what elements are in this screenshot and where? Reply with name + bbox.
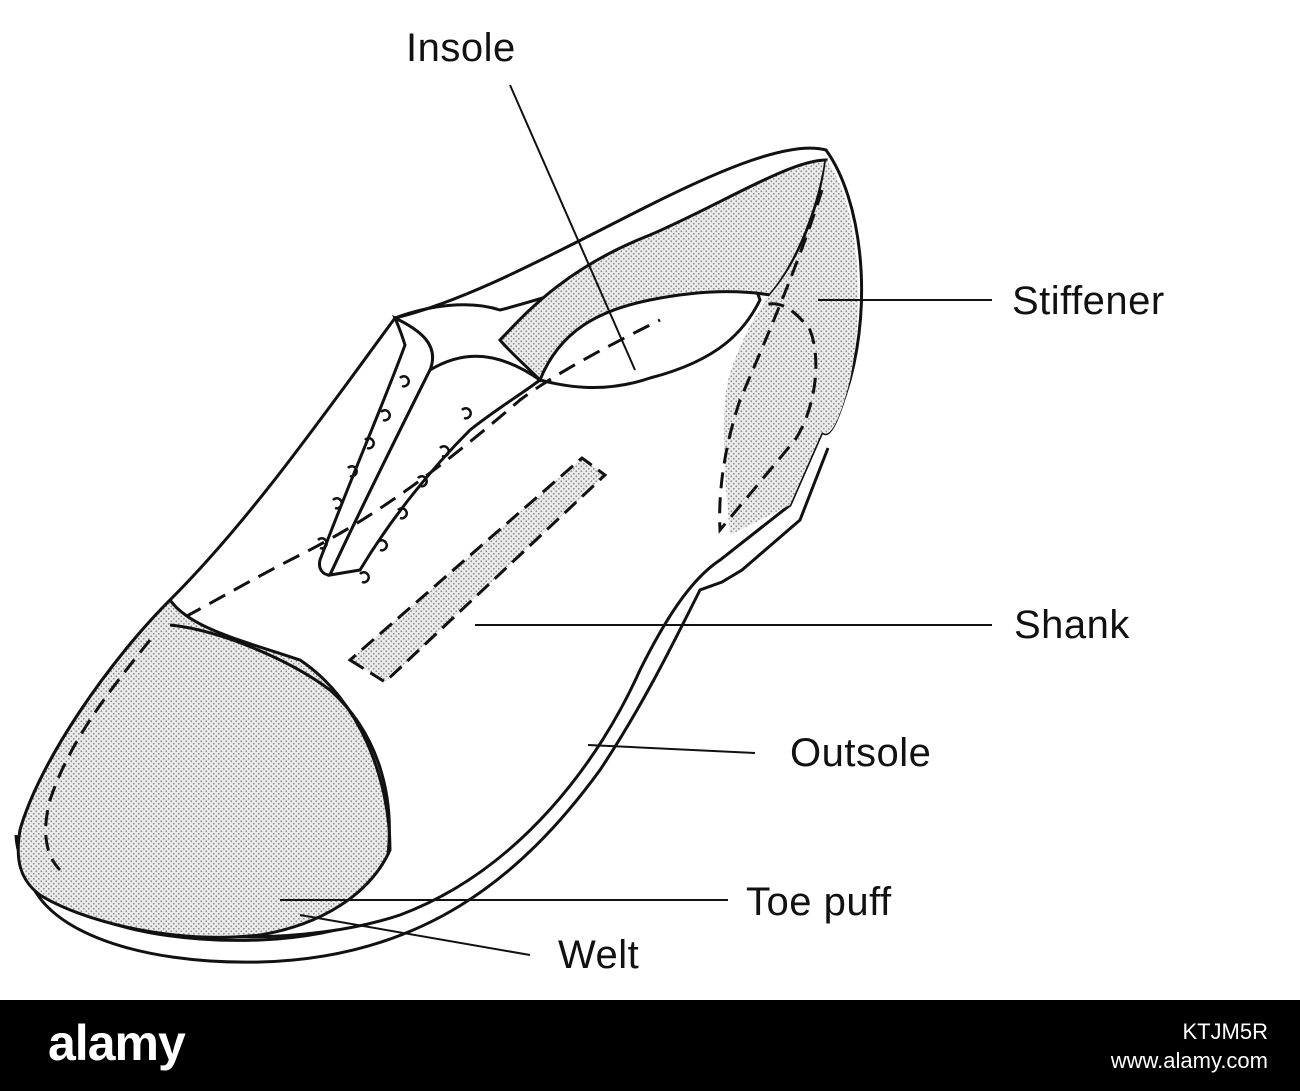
toe-puff-label: Toe puff <box>746 880 892 924</box>
welt-label: Welt <box>558 933 640 977</box>
outsole-leader <box>587 744 756 754</box>
lining-dashed-line <box>159 318 661 632</box>
leader-lines <box>280 84 992 956</box>
shank-label: Shank <box>1014 603 1130 647</box>
stiffener-dashed-edge <box>718 189 824 534</box>
lace-flap-right <box>327 354 543 577</box>
watermark-id: KTJM5R www.alamy.com <box>1111 1018 1268 1075</box>
insole-area <box>497 158 828 383</box>
toe-cap-seam <box>169 623 391 856</box>
alamy-logo: alamy <box>48 1015 186 1071</box>
shoe-diagram: Insole Stiffener Shank Outsole Toe puff … <box>14 26 1165 977</box>
stiffener-label: Stiffener <box>1012 279 1165 323</box>
insole-leader <box>509 84 636 371</box>
eyelets <box>317 375 472 584</box>
shank-area <box>347 456 608 684</box>
image-id-text: KTJM5R <box>1182 1019 1268 1044</box>
insole-label: Insole <box>406 26 516 70</box>
outsole-label: Outsole <box>790 731 932 775</box>
watermark-footer: alamy KTJM5R www.alamy.com <box>0 1000 1300 1091</box>
site-url-text: www.alamy.com <box>1110 1047 1268 1073</box>
toe-puff-area <box>16 597 392 939</box>
shoe-illustration <box>14 84 992 964</box>
toe-puff-dashed-edge <box>44 639 152 872</box>
stiffener-area <box>723 160 858 535</box>
welt-leader <box>299 914 531 956</box>
